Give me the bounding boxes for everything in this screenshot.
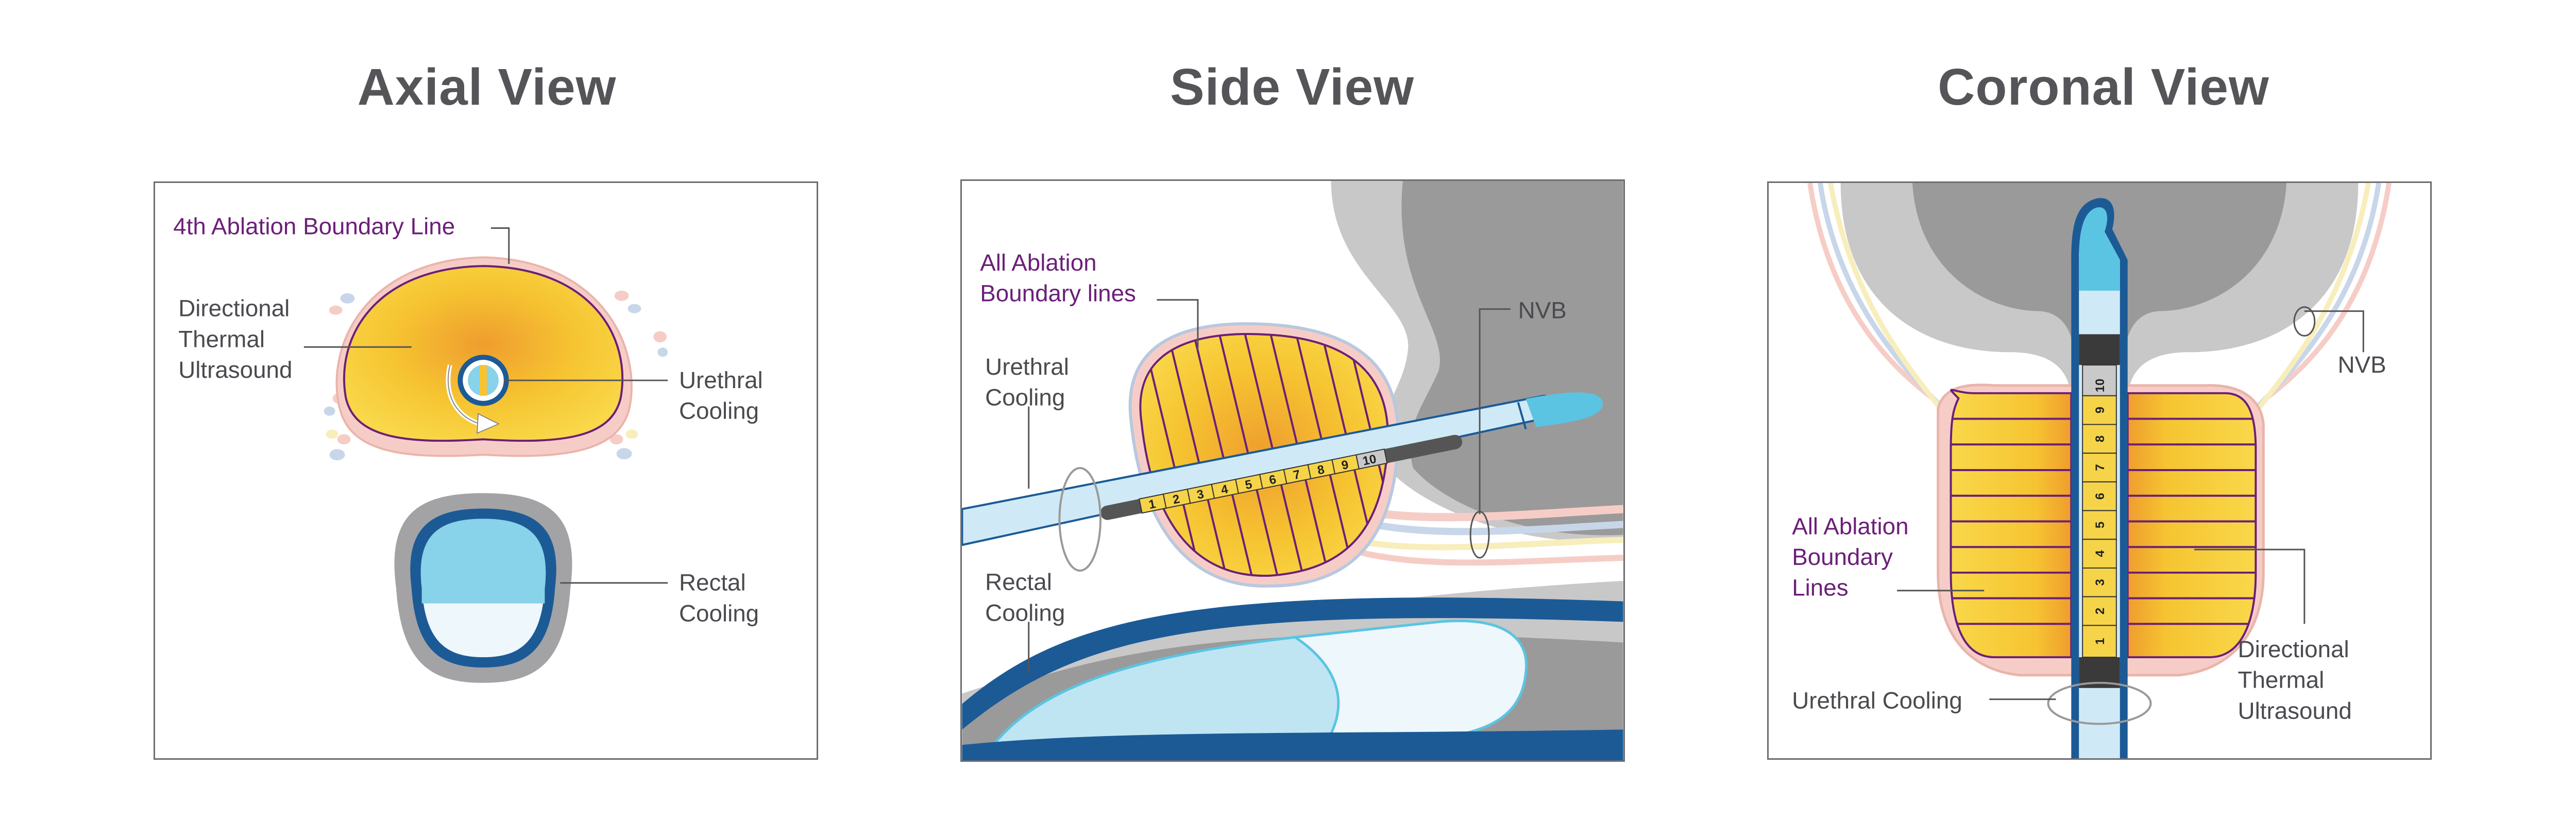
label-rectal-cooling-line2: Cooling — [679, 600, 759, 626]
dtu-leader — [2194, 548, 2306, 624]
ablation-zone — [343, 265, 623, 442]
label-4th-ablation-boundary: 4th Ablation Boundary Line — [173, 213, 455, 239]
label-dtu-line3: Ultrasound — [178, 357, 292, 383]
axial-view-title: Axial View — [357, 58, 617, 116]
label-dtu-line1: Directional — [2238, 636, 2349, 662]
label-dtu-line2: Thermal — [178, 326, 265, 352]
label-dtu-line1: Directional — [178, 295, 290, 322]
ablation-zone-left — [1950, 389, 2073, 659]
side-segment-3: 3 — [1196, 487, 1205, 502]
rotation-arrow — [1058, 467, 1101, 572]
side-view-panel: 1 2 3 4 5 6 7 8 9 10 All Ablation Bounda… — [960, 179, 1625, 762]
side-segment-8: 8 — [1316, 462, 1326, 477]
label-urethral-cooling-line1: Urethral — [679, 367, 763, 393]
side-segment-9: 9 — [1340, 458, 1349, 473]
rectum-wall — [962, 597, 1623, 730]
side-segment-5: 5 — [1244, 477, 1253, 492]
label-rectal-cooling-line2: Cooling — [985, 599, 1065, 626]
axial-view-diagram: 4th Ablation Boundary Line Directional T… — [173, 213, 763, 683]
axial-view-panel: 4th Ablation Boundary Line Directional T… — [154, 181, 818, 760]
label-rectal-cooling-line1: Rectal — [679, 570, 746, 596]
side-segment-7: 7 — [1292, 468, 1301, 482]
coronal-view-title: Coronal View — [1938, 58, 2269, 116]
label-rectal-cooling-line1: Rectal — [985, 569, 1052, 595]
label-nvb: NVB — [2338, 352, 2386, 378]
side-view-title: Side View — [1170, 58, 1415, 116]
coronal-segment-7: 7 — [2093, 464, 2107, 471]
side-segment-4: 4 — [1220, 482, 1230, 497]
vessel-dots — [324, 290, 668, 461]
side-segment-6: 6 — [1268, 472, 1277, 487]
nvb-leader — [1479, 308, 1511, 514]
label-dtu-line2: Thermal — [2238, 667, 2325, 693]
coronal-segment-10: 10 — [2093, 379, 2107, 393]
ablation-zone-right — [2126, 392, 2257, 659]
label-urethral-cooling-line1: Urethral — [985, 354, 1069, 380]
rotation-arrow — [2047, 681, 2152, 725]
label-all-ablation-line1: All Ablation — [1792, 513, 1908, 539]
coronal-segment-8: 8 — [2093, 436, 2107, 442]
nvb-leader — [2304, 310, 2364, 353]
label-dtu-line3: Ultrasound — [2238, 697, 2352, 724]
side-segment-1: 1 — [1147, 497, 1157, 512]
side-segment-2: 2 — [1172, 492, 1181, 507]
coronal-segment-5: 5 — [2093, 522, 2107, 528]
nvb-vessels — [1807, 183, 2392, 426]
label-urethral-cooling-line2: Cooling — [985, 385, 1065, 411]
transducer-segments: 10 9 8 7 6 5 4 3 2 1 — [2082, 364, 2117, 658]
coronal-segment-9: 9 — [2093, 407, 2107, 413]
transducer-segments: 1 2 3 4 5 6 7 8 9 10 — [1100, 435, 1463, 520]
label-nvb: NVB — [1518, 297, 1567, 324]
label-all-ablation-line3: Lines — [1792, 575, 1848, 601]
coronal-segment-2: 2 — [2093, 608, 2107, 614]
boundary-leader — [490, 227, 510, 264]
aab-leader — [1157, 299, 1199, 351]
side-view-diagram: 1 2 3 4 5 6 7 8 9 10 All Ablation Bounda… — [962, 181, 1623, 760]
label-urethral-cooling: Urethral Cooling — [1792, 688, 1962, 714]
label-urethral-cooling-line2: Cooling — [679, 398, 759, 424]
label-all-ablation-line2: Boundary lines — [980, 280, 1136, 307]
coronal-segment-4: 4 — [2093, 550, 2107, 557]
coronal-segment-1: 1 — [2093, 638, 2107, 645]
coronal-view-diagram: 10 9 8 7 6 5 4 3 2 1 NVB All Ablation Bo… — [1792, 183, 2392, 758]
coronal-view-panel: 10 9 8 7 6 5 4 3 2 1 NVB All Ablation Bo… — [1767, 181, 2432, 760]
coronal-segment-6: 6 — [2093, 493, 2107, 499]
label-all-ablation-line2: Boundary — [1792, 544, 1893, 570]
coronal-segment-3: 3 — [2093, 579, 2107, 586]
side-segment-10: 10 — [1361, 452, 1377, 469]
label-all-ablation-line1: All Ablation — [980, 249, 1096, 276]
